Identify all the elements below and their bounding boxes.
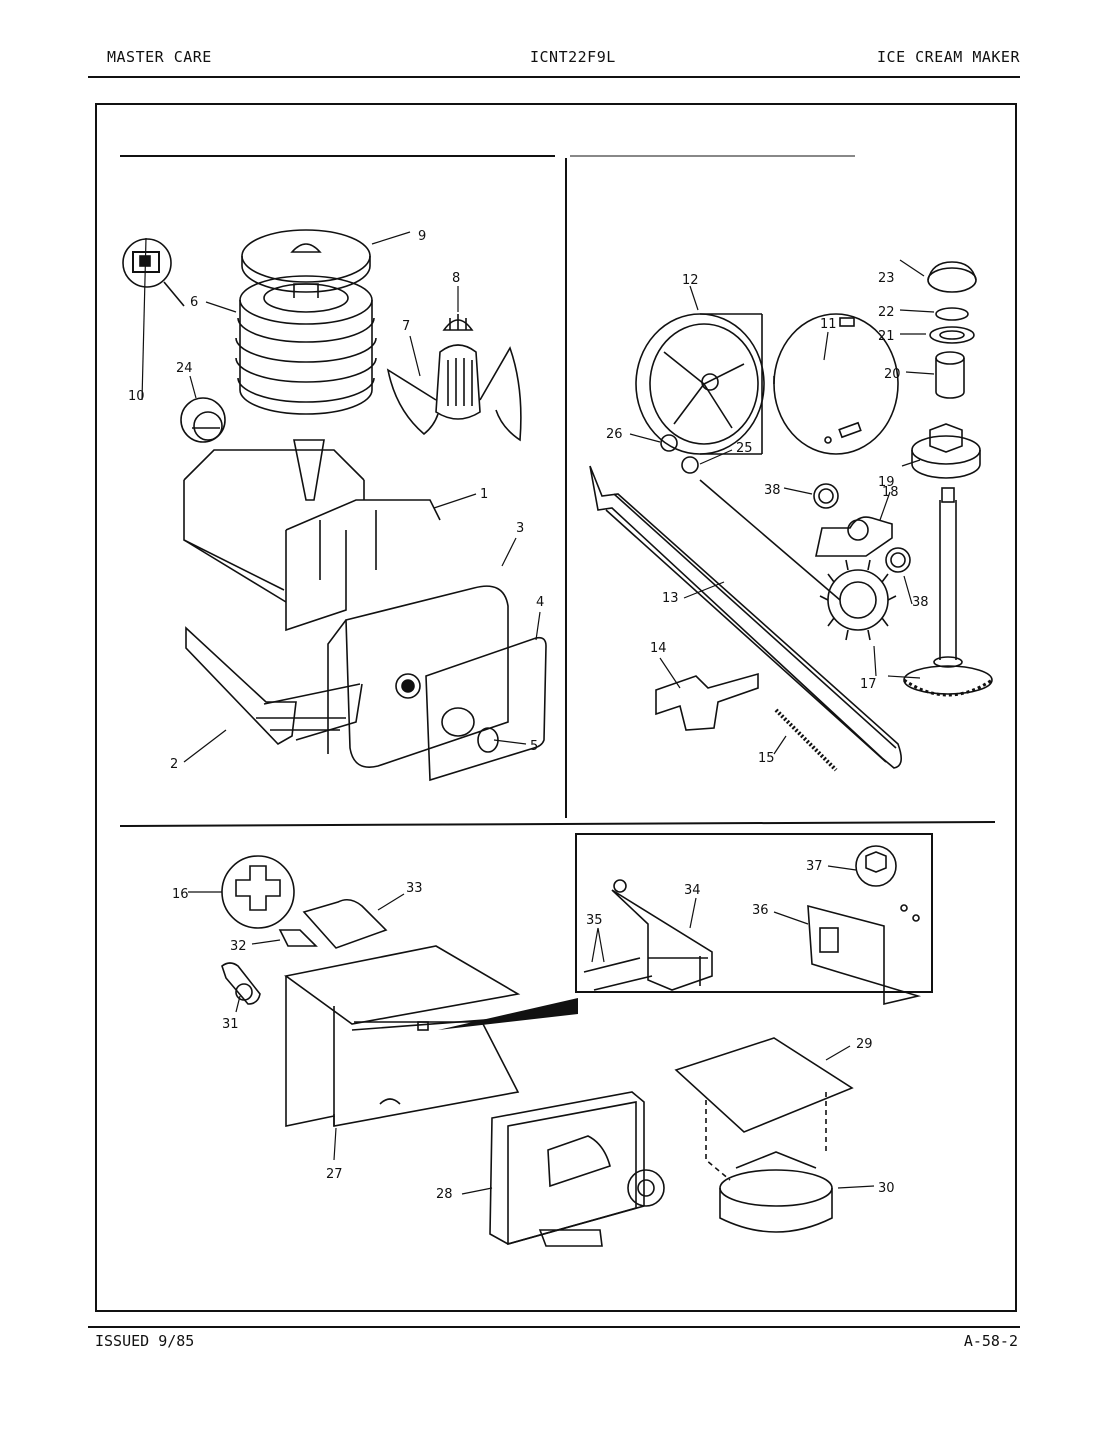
part-30-motor-cover bbox=[719, 1151, 833, 1233]
part-2-mounting-bracket bbox=[185, 626, 363, 746]
part-9-cover bbox=[241, 229, 371, 293]
callout-3: 3 bbox=[516, 521, 524, 536]
part-35-screws bbox=[583, 957, 653, 991]
leader-lines bbox=[141, 231, 935, 1195]
part-20-sleeve bbox=[935, 351, 965, 399]
header-model-number: ICNT22F9L bbox=[530, 48, 616, 66]
callout-13: 13 bbox=[662, 591, 679, 606]
callout-34: 34 bbox=[684, 883, 701, 898]
part-12-ejector-wheel bbox=[635, 313, 765, 455]
callout-28: 28 bbox=[436, 1187, 453, 1202]
part-26-nut bbox=[660, 434, 678, 452]
callout-38-upper: 38 bbox=[764, 483, 781, 498]
part-25-washer bbox=[681, 456, 699, 474]
header-brand: MASTER CARE bbox=[107, 48, 212, 66]
callout-31: 31 bbox=[222, 1017, 239, 1032]
part-11-cam bbox=[773, 313, 899, 455]
callout-38-lower: 38 bbox=[912, 595, 929, 610]
part-17-gear bbox=[819, 559, 897, 641]
callout-9: 9 bbox=[418, 229, 426, 244]
callout-7: 7 bbox=[402, 319, 410, 334]
callout-12: 12 bbox=[682, 273, 699, 288]
part-13-shaft bbox=[589, 465, 902, 769]
callout-15: 15 bbox=[758, 751, 775, 766]
callout-numbers: 9 6 8 7 24 10 1 2 3 4 5 12 11 26 25 38 1… bbox=[128, 229, 929, 1202]
header-rule bbox=[88, 76, 1020, 78]
part-10-switch-magnified bbox=[122, 238, 185, 307]
part-38-bushing-lower bbox=[885, 547, 911, 573]
inset-switch-box bbox=[575, 833, 933, 993]
part-29-gasket bbox=[674, 1037, 854, 1181]
part-3-control-box bbox=[327, 585, 509, 768]
part-28-motor bbox=[489, 1091, 665, 1247]
part-24-thermostat bbox=[180, 397, 226, 443]
callout-10: 10 bbox=[128, 389, 145, 404]
part-18-bearing-clip bbox=[815, 516, 893, 557]
part-34-switch bbox=[611, 879, 713, 991]
footer-page-code: A-58-2 bbox=[963, 1332, 1018, 1350]
part-16-switch-housing bbox=[221, 855, 295, 929]
callout-23: 23 bbox=[878, 271, 895, 286]
part-17-shaft-assembly bbox=[903, 487, 993, 697]
callout-1: 1 bbox=[480, 487, 488, 502]
part-21-washer bbox=[929, 326, 975, 344]
part-22-retaining-ring bbox=[935, 307, 969, 321]
callout-29: 29 bbox=[856, 1037, 873, 1052]
footer-rule bbox=[88, 1326, 1020, 1328]
part-14-bracket bbox=[655, 672, 759, 731]
diagram-frame bbox=[95, 103, 1017, 1312]
part-32-clip bbox=[278, 929, 318, 947]
part-8-nut bbox=[442, 314, 474, 331]
callout-37: 37 bbox=[806, 859, 823, 874]
callout-14: 14 bbox=[650, 641, 667, 656]
callout-18: 18 bbox=[882, 485, 899, 500]
part-15-spring bbox=[774, 708, 838, 772]
part-23-cap bbox=[927, 261, 977, 293]
part-27-mounting-plate bbox=[284, 945, 539, 1127]
callout-20: 20 bbox=[884, 367, 901, 382]
callout-24: 24 bbox=[176, 361, 193, 376]
callout-17: 17 bbox=[860, 677, 877, 692]
callout-33: 33 bbox=[406, 881, 423, 896]
callout-4: 4 bbox=[536, 595, 544, 610]
part-33-actuator bbox=[302, 898, 388, 949]
callout-32: 32 bbox=[230, 939, 247, 954]
callout-25: 25 bbox=[736, 441, 753, 456]
callout-36: 36 bbox=[752, 903, 769, 918]
panel-rule-middle bbox=[119, 821, 996, 827]
callout-16: 16 bbox=[172, 887, 189, 902]
part-4-cover-plate bbox=[425, 636, 547, 782]
callout-21: 21 bbox=[878, 329, 895, 344]
part-38-bushing-upper bbox=[813, 483, 839, 509]
part-31-plug bbox=[221, 962, 261, 1005]
callout-27: 27 bbox=[326, 1167, 343, 1182]
part-7-blade bbox=[386, 344, 522, 442]
callout-22: 22 bbox=[878, 305, 895, 320]
callout-5: 5 bbox=[530, 739, 538, 754]
leader-fan bbox=[438, 998, 578, 1030]
callout-6: 6 bbox=[190, 295, 198, 310]
header-section-title: ICE CREAM MAKER bbox=[877, 48, 1020, 66]
callout-2: 2 bbox=[170, 757, 178, 772]
part-36-bracket bbox=[807, 904, 922, 1006]
part-1-mold-housing bbox=[183, 439, 441, 632]
footer-issue-date: ISSUED 9/85 bbox=[95, 1332, 195, 1350]
callout-11: 11 bbox=[820, 317, 837, 332]
callout-8: 8 bbox=[452, 271, 460, 286]
callout-35: 35 bbox=[586, 913, 603, 928]
callout-30: 30 bbox=[878, 1181, 895, 1196]
part-19-hub bbox=[911, 423, 981, 479]
callout-26: 26 bbox=[606, 427, 623, 442]
part-37-nut-magnified bbox=[855, 845, 920, 922]
part-6-container bbox=[235, 275, 377, 415]
callout-19: 19 bbox=[878, 475, 895, 490]
